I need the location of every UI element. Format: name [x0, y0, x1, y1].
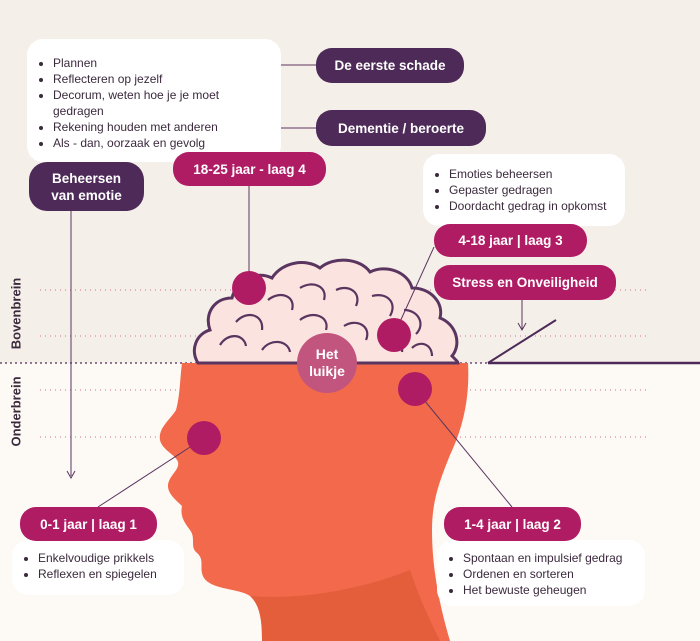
list-item: Decorum, weten hoe je je moet gedragen: [53, 87, 271, 119]
list-item: Reflexen en spiegelen: [38, 566, 174, 582]
pill-dementie: Dementie / beroerte: [316, 110, 486, 146]
list-item: Als - dan, oorzaak en gevolg: [53, 135, 271, 151]
list-item: Het bewuste geheugen: [463, 582, 635, 598]
hotspots: [187, 271, 432, 455]
list-item: Reflecteren op jezelf: [53, 71, 271, 87]
hotspot-laag4: [232, 271, 266, 305]
hotspot-laag2: [398, 372, 432, 406]
list-item: Rekening houden met anderen: [53, 119, 271, 135]
pill-laag4: 18-25 jaar - laag 4: [173, 152, 326, 186]
het-luikje: Het luikje: [297, 333, 357, 393]
list-item: Spontaan en impulsief gedrag: [463, 550, 635, 566]
pill-laag2: 1-4 jaar | laag 2: [444, 507, 581, 541]
list-laag4: PlannenReflecteren op jezelfDecorum, wet…: [39, 55, 271, 151]
pill-laag1: 0-1 jaar | laag 1: [20, 507, 157, 541]
pill-eerste-schade: De eerste schade: [316, 48, 464, 83]
list-laag3: Emoties beheersenGepaster gedragenDoorda…: [435, 166, 615, 214]
pill-beheersen-emotie: Beheersen van emotie: [29, 162, 144, 211]
info-box-laag3: Emoties beheersenGepaster gedragenDoorda…: [423, 154, 625, 226]
info-box-laag2: Spontaan en impulsief gedragOrdenen en s…: [437, 540, 645, 606]
info-box-laag1: Enkelvoudige prikkelsReflexen en spiegel…: [12, 540, 184, 595]
hotspot-laag3: [377, 318, 411, 352]
brain-folds: [219, 283, 434, 357]
head-silhouette: [159, 363, 469, 641]
pill-laag3: 4-18 jaar | laag 3: [434, 224, 587, 257]
info-box-laag4: PlannenReflecteren op jezelfDecorum, wet…: [27, 39, 281, 162]
list-item: Emoties beheersen: [449, 166, 615, 182]
list-laag1: Enkelvoudige prikkelsReflexen en spiegel…: [24, 550, 174, 582]
list-item: Ordenen en sorteren: [463, 566, 635, 582]
list-item: Doordacht gedrag in opkomst: [449, 198, 615, 214]
pill-stress: Stress en Onveiligheid: [434, 265, 616, 300]
list-laag2: Spontaan en impulsief gedragOrdenen en s…: [449, 550, 635, 598]
jaw-shadow: [250, 570, 440, 641]
label-onderbrein: Onderbrein: [8, 376, 24, 447]
list-item: Enkelvoudige prikkels: [38, 550, 174, 566]
list-item: Gepaster gedragen: [449, 182, 615, 198]
list-item: Plannen: [53, 55, 271, 71]
hotspot-laag1: [187, 421, 221, 455]
hatch-line: [487, 319, 557, 364]
